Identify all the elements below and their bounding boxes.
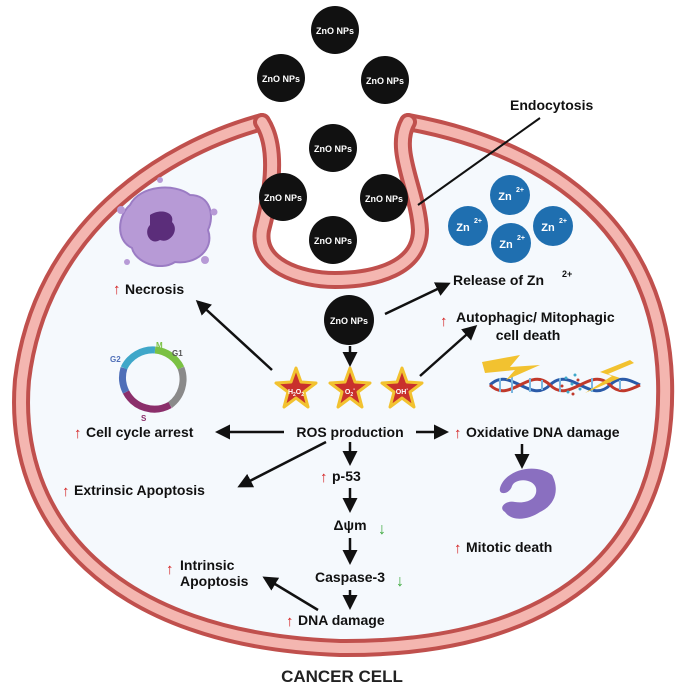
zinc-ion-label: Zn (541, 222, 555, 234)
ros-species-oh: OH- (396, 387, 409, 396)
nanoparticle: ZnO NPs (259, 173, 307, 221)
autophagy-label-line1: Autophagic/ Mitophagic (456, 309, 615, 325)
endocytosis-label: Endocytosis (510, 97, 593, 113)
up-arrow-icon: ↑ (62, 483, 70, 500)
extrinsic-apoptosis-label: Extrinsic Apoptosis (74, 482, 205, 498)
zinc-ion-label: Zn (456, 222, 470, 234)
nanoparticle: ZnO NPs (361, 56, 409, 104)
caspase3-label: Caspase-3 (315, 569, 385, 585)
necrotic-cell-icon (117, 177, 218, 267)
nanoparticle-label: ZnO NPs (366, 76, 404, 86)
mitotic-death-label: Mitotic death (466, 539, 552, 555)
nanoparticle-label: ZnO NPs (314, 144, 352, 154)
p53-label: p-53 (332, 468, 361, 484)
arrow-to-autophagy (419, 325, 478, 377)
down-arrow-icon: ↓ (396, 573, 404, 590)
zinc-ion: Zn 2+ (490, 175, 530, 215)
phase-m: M (156, 341, 163, 350)
nanoparticle-label: ZnO NPs (314, 236, 352, 246)
autophagy-label-line2: cell death (496, 327, 561, 343)
zinc-ion: Zn 2+ (533, 206, 573, 246)
zinc-ion-group: Zn 2+ Zn 2+ Zn 2+ Zn 2+ (448, 175, 573, 263)
up-arrow-icon: ↑ (454, 425, 462, 442)
mitotic-cell-icon (499, 468, 556, 519)
diagram-caption: CANCER CELL (281, 667, 403, 686)
zinc-ion-charge: 2+ (559, 218, 567, 225)
zinc-ion-charge: 2+ (517, 235, 525, 242)
up-arrow-icon: ↑ (166, 561, 174, 578)
nanoparticle-center: ZnO NPs (324, 295, 374, 345)
pathway-arrows (195, 282, 530, 612)
ros-species-h2o2: H2O2 (288, 389, 304, 398)
ros-species-o2: O2- (345, 387, 355, 398)
dna-damage-label: DNA damage (298, 612, 385, 628)
nanoparticle: ZnO NPs (257, 54, 305, 102)
cell-cycle-arrest-label: Cell cycle arrest (86, 424, 194, 440)
nanoparticle: ZnO NPs (360, 174, 408, 222)
zinc-ion-label: Zn (499, 239, 513, 251)
up-arrow-icon: ↑ (320, 469, 328, 486)
nanoparticle-label: ZnO NPs (365, 194, 403, 204)
zinc-ion-charge: 2+ (474, 218, 482, 225)
up-arrow-icon: ↑ (440, 313, 448, 330)
phase-g2: G2 (110, 355, 121, 364)
nanoparticle-label: ZnO NPs (316, 26, 354, 36)
ros-production-label: ROS production (296, 424, 403, 440)
arrow-to-extrinsic (237, 440, 327, 488)
dna-helix-icon (482, 355, 641, 396)
nanoparticle-label: ZnO NPs (264, 193, 302, 203)
release-charge: 2+ (562, 269, 572, 279)
star-icon: O2- (328, 366, 372, 409)
star-icon: OH- (380, 366, 424, 409)
down-arrow-icon: ↓ (378, 521, 386, 538)
cell-cycle-icon: M G1 S G2 (110, 341, 187, 423)
zinc-ion-label: Zn (498, 191, 512, 203)
nanoparticle-group: ZnO NPs ZnO NPs ZnO NPs ZnO NPs ZnO NPs … (257, 6, 409, 345)
arrow-to-zn-release (384, 282, 451, 316)
nanoparticle-label: ZnO NPs (262, 74, 300, 84)
membrane-potential-label: Δψm (333, 517, 366, 533)
intrinsic-label-line2: Apoptosis (180, 573, 249, 589)
zinc-ion: Zn 2+ (491, 223, 531, 263)
intrinsic-label-line1: Intrinsic (180, 557, 235, 573)
up-arrow-icon: ↑ (113, 281, 121, 298)
ros-star-group: H2O2 O2- OH- (274, 366, 424, 409)
star-icon: H2O2 (274, 366, 318, 409)
arrow-to-necrosis (195, 299, 273, 371)
lightning-icon (482, 355, 540, 380)
nanoparticle: ZnO NPs (311, 6, 359, 54)
nanoparticle: ZnO NPs (309, 124, 357, 172)
zinc-ion-charge: 2+ (516, 187, 524, 194)
oxidative-dna-damage-label: Oxidative DNA damage (466, 424, 620, 440)
up-arrow-icon: ↑ (454, 540, 462, 557)
endocytosis-pointer (417, 117, 541, 206)
necrosis-label: Necrosis (125, 281, 184, 297)
up-arrow-icon: ↑ (286, 613, 294, 630)
phase-g1: G1 (172, 349, 183, 358)
phase-s: S (141, 414, 147, 423)
nanoparticle-label: ZnO NPs (330, 316, 368, 326)
up-arrow-icon: ↑ (74, 425, 82, 442)
zinc-ion: Zn 2+ (448, 206, 488, 246)
release-label: Release of Zn (453, 272, 544, 288)
arrow-to-intrinsic (262, 576, 319, 612)
nanoparticle: ZnO NPs (309, 216, 357, 264)
lightning-icon (585, 360, 634, 393)
